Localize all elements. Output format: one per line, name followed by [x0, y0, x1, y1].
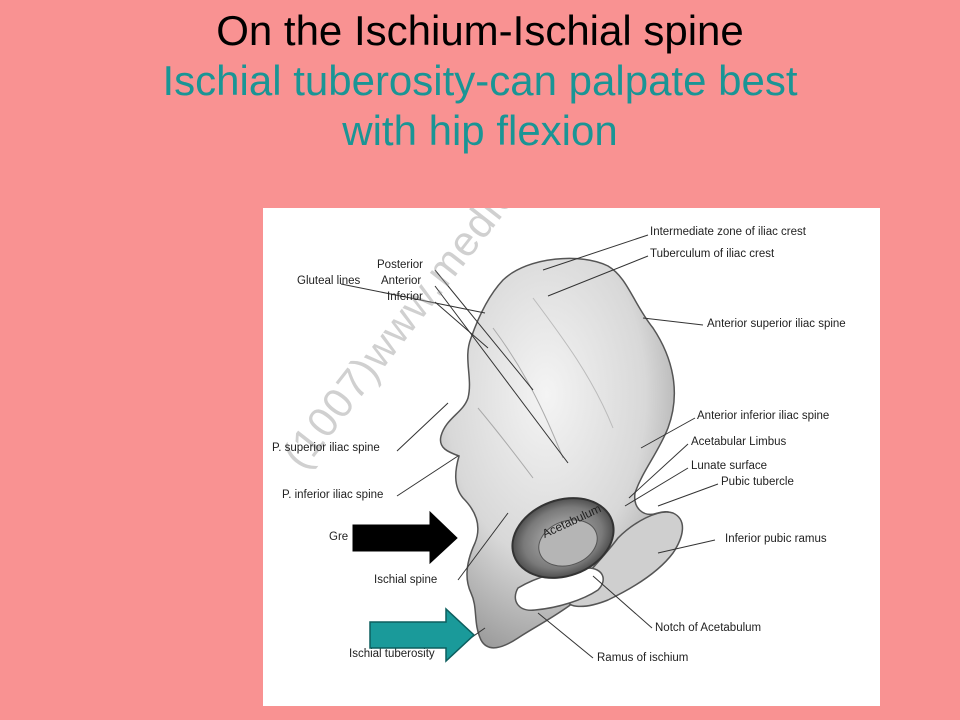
label-aiis: Anterior inferior iliac spine	[697, 410, 830, 422]
acetabular-fossa	[538, 519, 598, 567]
hip-bone-drawing: Acetabulum	[340, 234, 719, 659]
label-asis: Anterior superior iliac spine	[707, 318, 846, 330]
slide-title: On the Ischium-Ischial spine Ischial tub…	[0, 0, 960, 156]
label-posterior: Posterior	[377, 259, 424, 271]
label-gluteal-lines: Gluteal lines	[297, 275, 361, 287]
title-line-3: with hip flexion	[342, 107, 618, 154]
label-inferior-pubic-ramus: Inferior pubic ramus	[725, 533, 827, 545]
label-lunate-surface: Lunate surface	[691, 460, 768, 472]
ischial-tuberosity-arrow	[369, 607, 476, 663]
label-pubic-tubercle: Pubic tubercle	[721, 476, 794, 488]
label-psis: P. superior iliac spine	[272, 442, 380, 454]
title-line-1: On the Ischium-Ischial spine	[216, 7, 744, 54]
label-ischial-tuberosity: Ischial tuberosity	[349, 648, 435, 660]
title-line-2: Ischial tuberosity-can palpate best	[162, 57, 798, 104]
label-ischial-spine: Ischial spine	[374, 574, 438, 586]
label-tuberculum: Tuberculum of iliac crest	[650, 248, 775, 260]
label-greater-sciatic: Gre	[329, 531, 349, 543]
label-piis: P. inferior iliac spine	[282, 489, 384, 501]
ilium-body	[439, 257, 677, 649]
label-anterior: Anterior	[381, 275, 422, 287]
label-inferior: Inferior	[387, 291, 423, 303]
label-acetabular-limbus: Acetabular Limbus	[691, 436, 787, 448]
label-intermediate-zone: Intermediate zone of iliac crest	[650, 226, 806, 238]
label-ramus-ischium: Ramus of ischium	[597, 652, 689, 664]
label-notch-acetabulum: Notch of Acetabulum	[655, 622, 762, 634]
pelvis-illustration: Acetabulum (1007)www.medical-illustratio…	[263, 208, 880, 706]
ischial-spine-arrow	[352, 510, 458, 565]
